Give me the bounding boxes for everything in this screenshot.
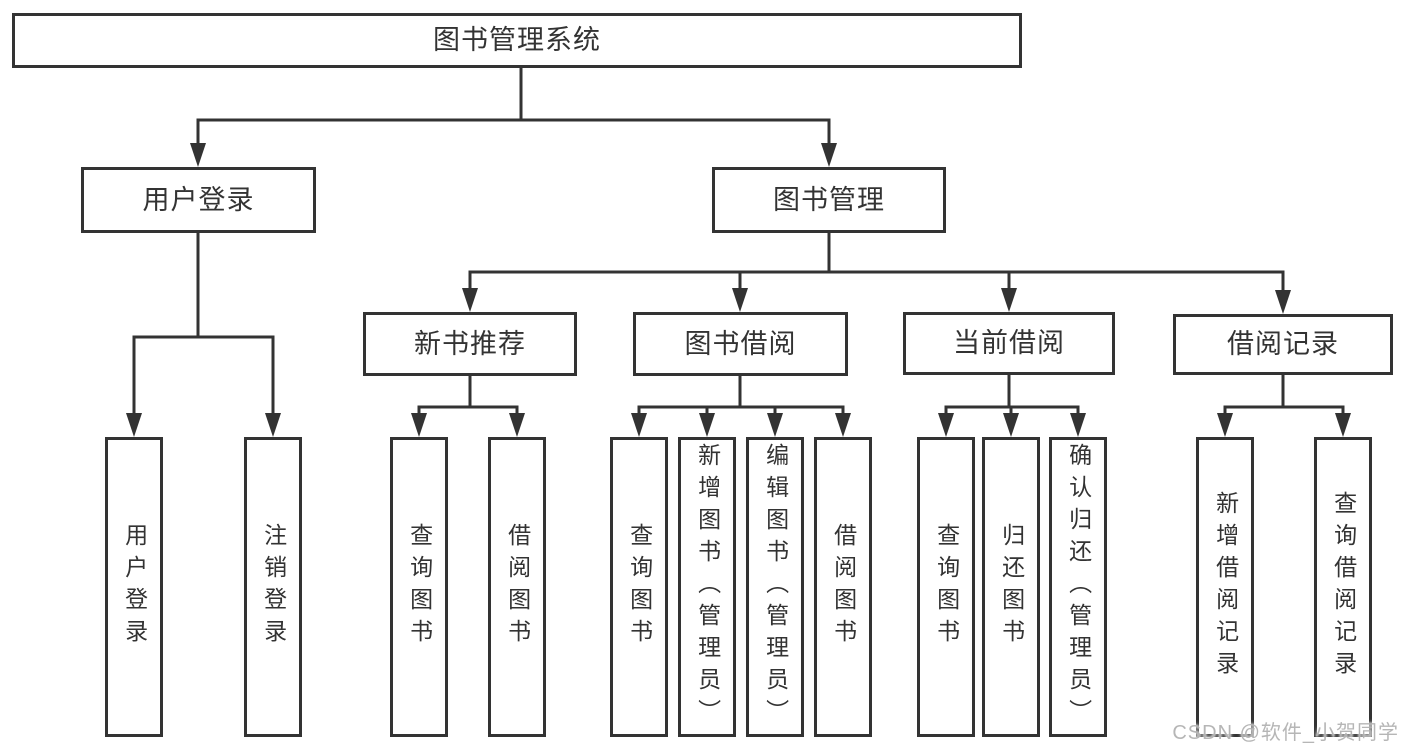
node-label: 当前借阅 [953, 328, 1065, 358]
node-label: 归还图书 [998, 523, 1025, 651]
node-system-root: 图书管理系统 [12, 13, 1022, 68]
leaf-edit-books-admin: 编辑图书（管理员） [746, 437, 804, 737]
node-label: 图书管理系统 [433, 25, 601, 55]
leaf-add-books-admin: 新增图书（管理员） [678, 437, 736, 737]
node-label: 图书管理 [773, 184, 885, 215]
node-label: 用户登录 [121, 523, 148, 651]
edges [132, 68, 1345, 418]
arrowheads [126, 143, 1351, 437]
leaf-borrow-books: 借阅图书 [488, 437, 546, 737]
node-label: 查询借阅记录 [1330, 491, 1357, 683]
node-borrow-records: 借阅记录 [1173, 314, 1393, 375]
node-label: 注销登录 [260, 523, 287, 651]
node-book-borrowing: 图书借阅 [633, 312, 848, 376]
node-label: 借阅图书 [504, 523, 531, 651]
leaf-return-books: 归还图书 [982, 437, 1040, 737]
node-book-management: 图书管理 [712, 167, 946, 233]
node-new-book-recommend: 新书推荐 [363, 312, 577, 376]
node-label: 新增图书（管理员） [694, 443, 721, 731]
node-label: 新增借阅记录 [1212, 491, 1239, 683]
node-user-login: 用户登录 [81, 167, 316, 233]
leaf-query-books: 查询图书 [610, 437, 668, 737]
node-label: 确认归还（管理员） [1065, 443, 1092, 731]
leaf-query-books: 查询图书 [390, 437, 448, 737]
node-label: 用户登录 [142, 184, 255, 215]
leaf-borrow-books: 借阅图书 [814, 437, 872, 737]
node-label: 借阅记录 [1227, 329, 1339, 359]
node-label: 查询图书 [933, 523, 960, 651]
leaf-user-login: 用户登录 [105, 437, 163, 737]
node-label: 查询图书 [626, 523, 653, 651]
leaf-query-books: 查询图书 [917, 437, 975, 737]
node-label: 图书借阅 [684, 328, 797, 359]
node-label: 借阅图书 [830, 523, 857, 651]
leaf-logout: 注销登录 [244, 437, 302, 737]
leaf-confirm-return-admin: 确认归还（管理员） [1049, 437, 1107, 737]
node-label: 查询图书 [406, 523, 433, 651]
node-label: 编辑图书（管理员） [762, 443, 789, 731]
leaf-add-borrow-record: 新增借阅记录 [1196, 437, 1254, 737]
node-current-borrowing: 当前借阅 [903, 312, 1115, 375]
csdn-watermark: CSDN @软件_小贺同学 [1172, 722, 1399, 744]
leaf-query-borrow-record: 查询借阅记录 [1314, 437, 1372, 737]
node-label: 新书推荐 [414, 328, 526, 359]
